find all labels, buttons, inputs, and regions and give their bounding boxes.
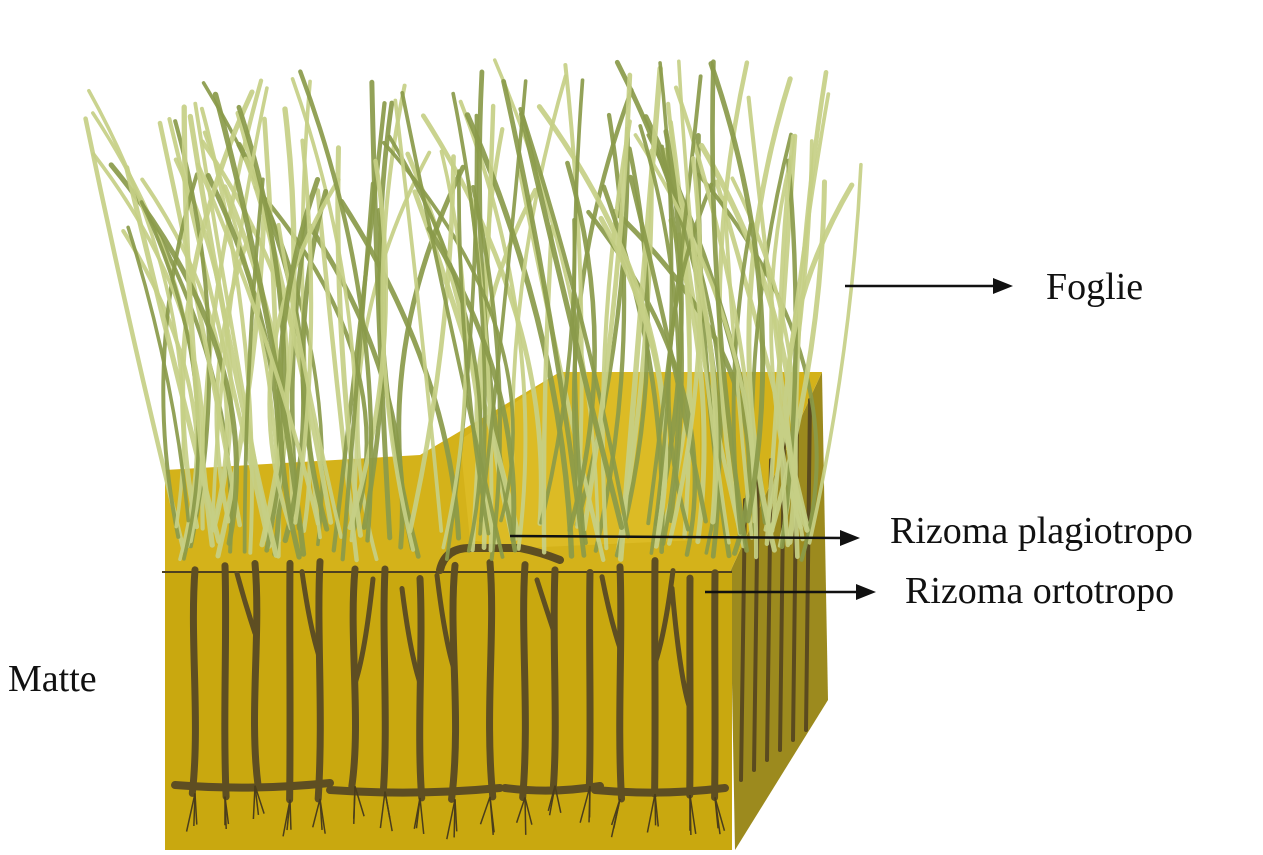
- label-foglie: Foglie: [1046, 268, 1143, 306]
- root-hair: [525, 797, 526, 834]
- rhizome-vertical: [318, 562, 320, 799]
- rhizome-horizontal: [595, 788, 725, 793]
- rhizome-vertical: [490, 563, 493, 797]
- root-hair: [690, 795, 691, 835]
- rhizome-vertical: [589, 572, 590, 786]
- rhizome-vertical: [553, 570, 555, 786]
- rhizome-vertical: [255, 564, 259, 786]
- rhizome-vertical: [383, 569, 385, 792]
- rhizome-horizontal: [505, 786, 600, 791]
- rhizome-horizontal: [175, 783, 330, 788]
- rhizome-vertical: [523, 565, 526, 798]
- root-hair: [589, 786, 590, 822]
- label-matte: Matte: [8, 660, 97, 698]
- rhizome-vertical: [192, 570, 195, 794]
- label-rizoma-plagiotropo: Rizoma plagiotropo: [890, 512, 1193, 550]
- label-rizoma-ortotropo: Rizoma ortotropo: [905, 572, 1174, 610]
- rhizome-vertical: [420, 579, 422, 798]
- rhizome-vertical: [452, 565, 456, 799]
- rhizome-vertical: [620, 567, 622, 799]
- rhizome-vertical: [225, 566, 226, 797]
- arrow-foglie: [845, 278, 1013, 294]
